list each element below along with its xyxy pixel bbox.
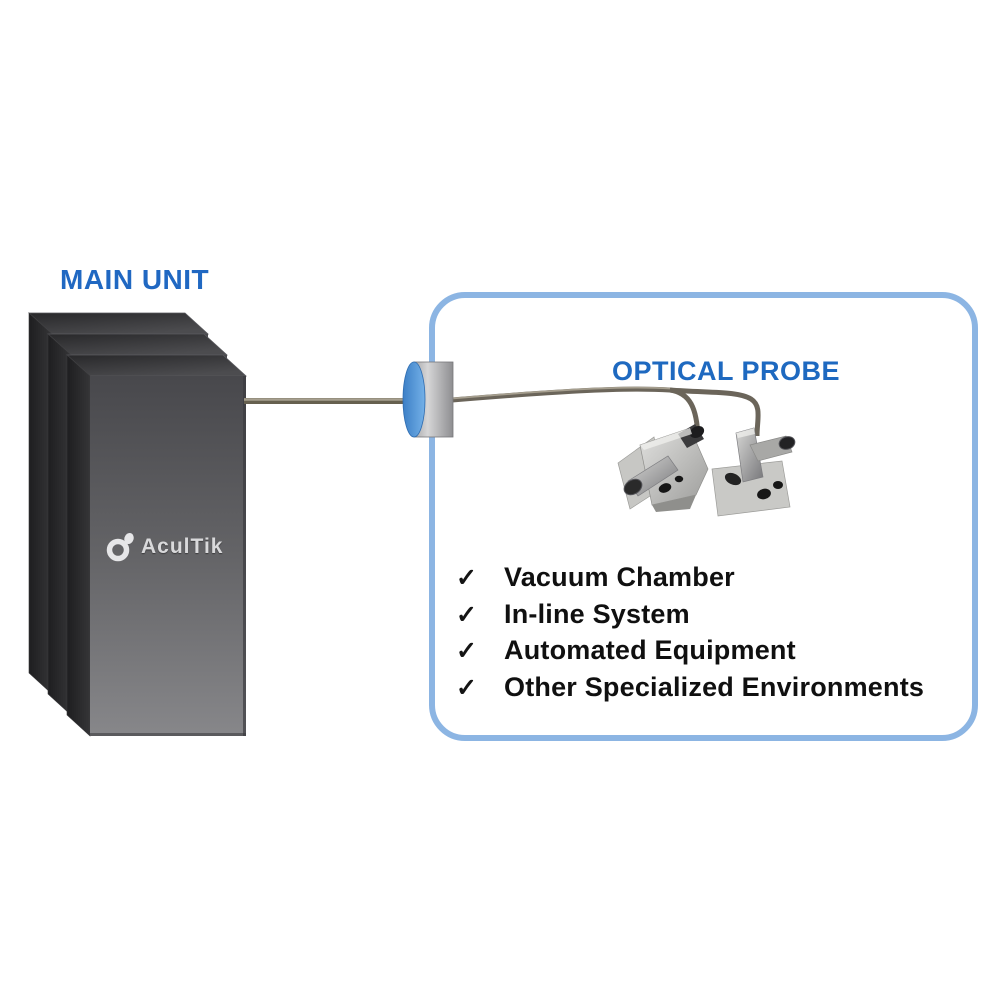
check-icon: ✓: [456, 564, 477, 592]
optical-probe-left: [617, 424, 709, 512]
checklist-item: ✓ Automated Equipment: [456, 635, 924, 672]
tower-slab-front: [65, 354, 248, 737]
environments-box: [429, 292, 978, 741]
check-icon: ✓: [456, 673, 477, 702]
logo-text: AculTik: [141, 535, 224, 558]
optical-probes: [617, 424, 796, 517]
main-unit-label: MAIN UNIT: [60, 264, 210, 295]
check-icon: ✓: [456, 600, 477, 629]
check-icon: ✓: [456, 637, 477, 665]
checklist-item-label: Vacuum Chamber: [504, 562, 735, 592]
environments-checklist: ✓ Vacuum Chamber ✓ In-line System ✓ Auto…: [456, 562, 924, 708]
checklist-item-label: Other Specialized Environments: [504, 671, 925, 702]
checklist-item-label: In-line System: [504, 598, 690, 629]
main-unit-tower: [27, 312, 248, 737]
optical-probe-right: [711, 427, 796, 517]
brand-logo: AculTik: [106, 531, 223, 563]
checklist-item-label: Automated Equipment: [504, 635, 796, 665]
cylinder-lens-face: [402, 361, 426, 438]
optical-probe-label: OPTICAL PROBE: [612, 356, 841, 386]
feedthrough-cylinder: [402, 361, 454, 438]
checklist-item: ✓ Vacuum Chamber: [456, 562, 924, 599]
checklist-item: ✓ In-line System: [456, 599, 924, 636]
checklist-item: ✓ Other Specialized Environments: [456, 672, 924, 709]
logo-mark-icon: [106, 532, 134, 562]
cable-right-segment: [451, 386, 761, 437]
